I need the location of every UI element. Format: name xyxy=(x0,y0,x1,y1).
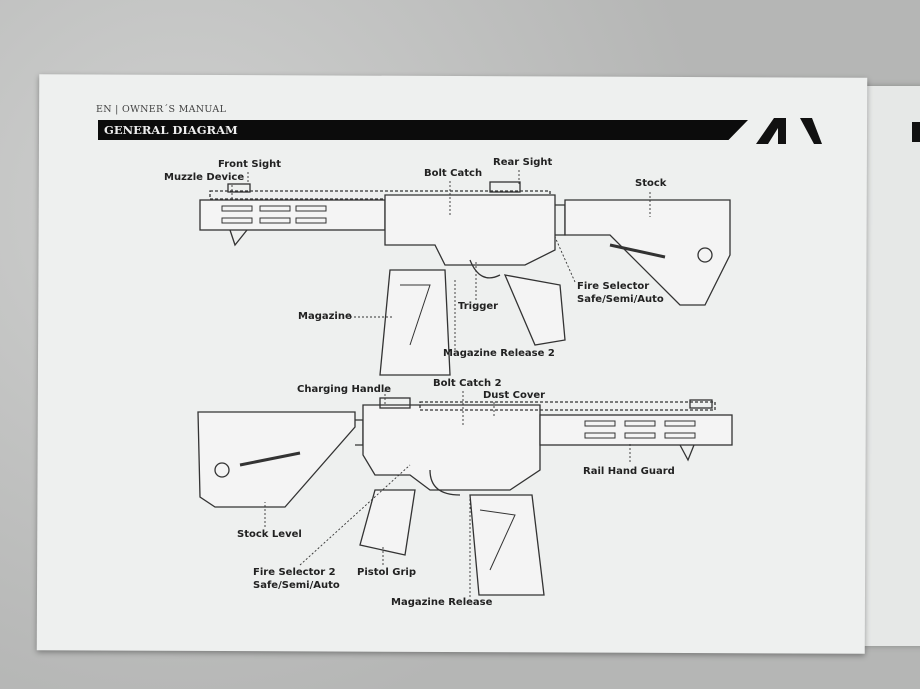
rifle-top-diagram xyxy=(199,181,731,376)
label-bolt-catch: Bolt Catch xyxy=(424,168,483,179)
manual-title: EN | OWNER´S MANUAL xyxy=(96,104,227,115)
label-bolt-catch-2: Bolt Catch 2 xyxy=(433,378,502,389)
label-magazine-release-2: Magazine Release 2 xyxy=(443,348,555,359)
leader-lines xyxy=(231,170,651,597)
section-header-bar: GENERAL DIAGRAM xyxy=(98,120,748,140)
label-fire-selector-modes: Safe/Semi/Auto xyxy=(577,294,664,305)
label-front-sight: Front Sight xyxy=(218,159,282,170)
label-fire-selector-2: Fire Selector 2 xyxy=(253,567,336,578)
rifle-bottom-diagram xyxy=(197,397,733,596)
label-rear-sight: Rear Sight xyxy=(493,157,553,168)
label-stock: Stock xyxy=(635,178,667,189)
label-charging-handle: Charging Handle xyxy=(297,384,392,395)
label-trigger: Trigger xyxy=(458,301,499,312)
label-pistol-grip: Pistol Grip xyxy=(357,567,416,578)
section-title: GENERAL DIAGRAM xyxy=(104,123,238,137)
label-stock-level: Stock Level xyxy=(237,529,302,540)
header-bar-fragment xyxy=(912,122,920,142)
label-magazine-release: Magazine Release xyxy=(391,597,493,608)
label-dust-cover: Dust Cover xyxy=(483,390,546,401)
brand-logo xyxy=(756,118,822,144)
label-magazine: Magazine xyxy=(298,311,352,322)
label-rail-hand-guard: Rail Hand Guard xyxy=(583,466,675,477)
next-page-edge xyxy=(862,86,920,646)
label-fire-selector: Fire Selector xyxy=(577,281,650,292)
label-muzzle-device: Muzzle Device xyxy=(164,172,245,183)
label-fire-selector-2-modes: Safe/Semi/Auto xyxy=(253,580,340,591)
